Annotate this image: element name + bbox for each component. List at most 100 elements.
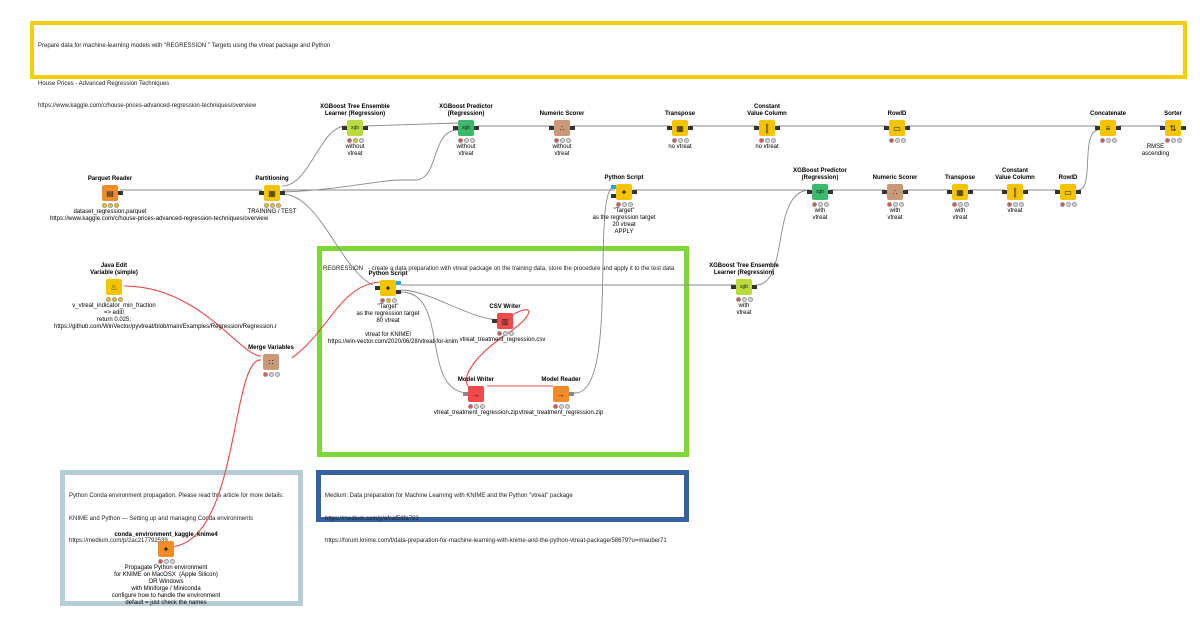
concatenate-node[interactable]: Concatenate ≡: [1048, 104, 1168, 143]
connection-wire: [755, 189, 811, 286]
node-icon-box[interactable]: xgb: [453, 120, 479, 136]
node-status: [735, 297, 753, 302]
sorter-icon: ⇅: [1169, 123, 1177, 133]
node-icon-box[interactable]: ✦: [158, 541, 174, 557]
node-icon-box[interactable]: ▭: [1055, 184, 1081, 200]
constant-value-column-mid-node[interactable]: Constant Value Column ║ vtreat: [955, 168, 1075, 215]
node-icon-box[interactable]: ≡: [1095, 120, 1121, 136]
node-icon-box[interactable]: ∴: [882, 184, 908, 200]
connection-wire: [400, 289, 502, 321]
node-icon-box[interactable]: ▥: [492, 313, 513, 329]
parquet-reader-node[interactable]: Parquet Reader ▤ dataset_regression.parq…: [50, 169, 269, 223]
transpose-mid-node[interactable]: Transpose ▦ with vtreat: [900, 168, 1020, 222]
model-writer-node[interactable]: Model Writer → vtreat_treatment_regressi…: [416, 370, 536, 417]
xgboost-learner-mid-node[interactable]: XGBoost Tree Ensemble Learner (Regressio…: [684, 263, 804, 317]
concatenate-icon: ≡: [1105, 123, 1111, 133]
node-title: XGBoost Predictor (Regression): [793, 168, 847, 181]
node-icon-box[interactable]: ║: [754, 120, 780, 136]
node-icon-box[interactable]: xgb: [807, 184, 833, 200]
node-icon-box[interactable]: ║: [1002, 184, 1028, 200]
node-icon-box[interactable]: ⇅: [1160, 120, 1186, 136]
constant-value-column-top-node[interactable]: Constant Value Column ║ no vtreat: [707, 104, 827, 151]
transpose-top-node[interactable]: Transpose ▦ no vtreat: [620, 104, 740, 151]
java-edit-variable-node[interactable]: Java Edit Variable (simple) ♨ v_vtreat_i…: [54, 263, 277, 331]
node-status: [1164, 138, 1182, 143]
node-title: Transpose: [944, 175, 975, 181]
node-title: Partitioning: [255, 176, 289, 182]
node-icon-box[interactable]: →: [463, 386, 484, 402]
node-status: [811, 202, 829, 207]
python-icon: ✦: [384, 283, 392, 293]
node-title: Python Script: [604, 175, 644, 181]
node-status: [1059, 202, 1077, 207]
node-title: Java Edit Variable (simple): [90, 263, 138, 276]
xgboost-predictor-mid-node[interactable]: XGBoost Predictor (Regression) xgb with …: [760, 168, 880, 222]
node-caption: without vtreat: [456, 144, 476, 157]
rowid-mid-node[interactable]: RowID ▭: [1008, 168, 1128, 207]
node-title: Python Script: [368, 271, 408, 277]
node-caption: dataset_regression.parquet https://www.k…: [50, 209, 269, 222]
node-icon-box[interactable]: ▭: [884, 120, 910, 136]
annotation-conda-text: Python Conda environment propagation. Pl…: [69, 493, 284, 544]
node-title: Numeric Scorer: [872, 175, 918, 181]
node-icon-box[interactable]: xgb: [731, 279, 757, 295]
model-reader-node[interactable]: Model Reader → vtreat_treatment_regressi…: [501, 370, 621, 417]
numeric-scorer-mid-node[interactable]: Numeric Scorer ∴ with vtreat: [835, 168, 955, 222]
node-status: [496, 331, 514, 336]
xgboost-learner-top-node[interactable]: XGBoost Tree Ensemble Learner (Regressio…: [295, 104, 415, 158]
csv-writer-node[interactable]: CSV Writer ▥ vtreat_treatment_regression…: [445, 297, 565, 344]
node-icon-box[interactable]: xgb: [342, 120, 368, 136]
rowid-icon: ▭: [893, 123, 901, 133]
node-status: [888, 138, 906, 143]
node-icon-box[interactable]: ▦: [947, 184, 973, 200]
numeric-scorer-top-node[interactable]: Numeric Scorer ∴ without vtreat: [502, 104, 622, 158]
xgboost-learner-icon: xgb: [739, 284, 749, 290]
node-icon-box[interactable]: ♨: [106, 279, 122, 295]
merge-variables-node[interactable]: Merge Variables ∷: [211, 338, 331, 377]
node-icon-box[interactable]: ✦: [611, 184, 637, 200]
node-status: [346, 138, 364, 143]
node-icon-box[interactable]: ▦: [667, 120, 693, 136]
connection-wire: [563, 185, 616, 394]
node-status: [457, 138, 475, 143]
merge-variables-icon: ∷: [268, 357, 274, 367]
node-caption: v_vtreat_indicator_min_fraction => edit!…: [54, 303, 277, 330]
conda-environment-node[interactable]: conda_environment_kaggle_knime4 ✦ Propag…: [106, 525, 226, 607]
node-status: [553, 138, 571, 143]
node-caption: vtreat: [1007, 208, 1023, 214]
scorer-icon: ∴: [892, 187, 898, 197]
conda-icon: ✦: [162, 544, 170, 554]
java-icon: ♨: [110, 282, 118, 292]
node-caption: TRAINING / TEST: [247, 209, 297, 215]
python-script-train-node[interactable]: Python Script ✦ "Target" as the regressi…: [328, 264, 458, 346]
node-status: [951, 202, 969, 207]
node-title: Constant Value Column: [747, 104, 787, 117]
node-icon-box[interactable]: →: [553, 386, 574, 402]
xgboost-predictor-top-node[interactable]: XGBoost Predictor (Regression) xgb witho…: [406, 104, 526, 158]
sorter-node[interactable]: Sorter ⇅ RMSE ascending: [1113, 104, 1200, 158]
node-title: Merge Variables: [248, 345, 294, 351]
node-title: Sorter: [1164, 111, 1182, 117]
node-icon-box[interactable]: ▤: [102, 185, 123, 201]
connection-wire: [1077, 129, 1099, 191]
annotation-regression: REGRESSION - create a data preparation w…: [317, 246, 689, 457]
partitioning-node[interactable]: Partitioning ▦ TRAINING / TEST: [212, 169, 332, 216]
python-script-apply-node[interactable]: Python Script ✦ "Target" as the regressi…: [564, 168, 684, 236]
node-caption: without vtreat: [345, 144, 365, 157]
node-title: Concatenate: [1089, 111, 1126, 117]
node-caption: without vtreat: [552, 144, 572, 157]
node-status: [467, 404, 485, 409]
node-icon-box[interactable]: ∴: [549, 120, 575, 136]
xgboost-predictor-icon: xgb: [815, 189, 825, 195]
node-status: [671, 138, 689, 143]
node-caption: vtreat_treatment_regression.zip: [518, 410, 604, 416]
node-status: [552, 404, 570, 409]
node-caption: vtreat_treatment_regression.csv: [459, 337, 546, 343]
node-icon-box[interactable]: ✦: [375, 280, 401, 296]
node-icon-box[interactable]: ∷: [263, 354, 279, 370]
connection-wire: [281, 193, 374, 286]
node-status: [157, 559, 175, 564]
constant-column-icon: ║: [1012, 187, 1018, 197]
rowid-top-node[interactable]: RowID ▭: [837, 104, 957, 143]
node-icon-box[interactable]: ▦: [259, 185, 285, 201]
